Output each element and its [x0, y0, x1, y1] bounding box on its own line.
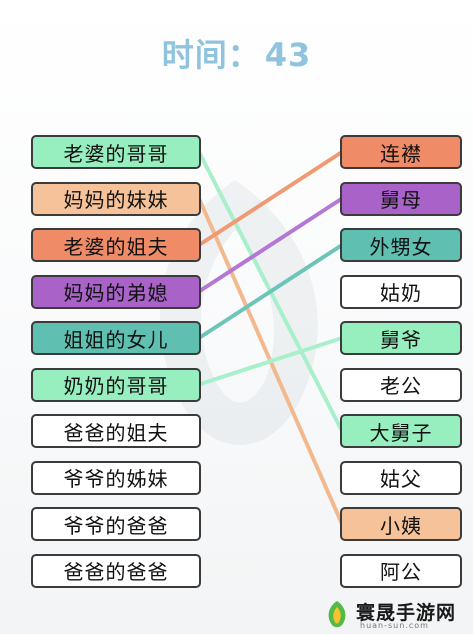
left-item-6[interactable]: 爸爸的姐夫: [31, 414, 201, 448]
connection-line-0: [197, 150, 344, 433]
right-item-1[interactable]: 舅母: [340, 181, 462, 216]
right-item-3[interactable]: 姑奶: [340, 274, 462, 309]
leaf-logo-icon: [328, 601, 346, 628]
left-item-3[interactable]: 妈妈的弟媳: [31, 274, 201, 309]
left-item-5[interactable]: 奶奶的哥哥: [31, 367, 201, 402]
connection-line-1: [197, 196, 344, 526]
timer-display: 时间：43: [0, 30, 473, 76]
right-item-5[interactable]: 老公: [340, 367, 462, 402]
right-item-6[interactable]: 大舅子: [340, 414, 462, 448]
right-item-8[interactable]: 小姨: [340, 507, 462, 541]
connection-line-4: [197, 243, 344, 340]
site-watermark: 寰晟手游网 huan-sun.com: [318, 597, 473, 634]
right-item-9[interactable]: 阿公: [340, 553, 462, 588]
left-item-1[interactable]: 妈妈的妹妹: [31, 181, 201, 216]
watermark-url: huan-sun.com: [360, 621, 429, 630]
connection-line-5: [197, 336, 344, 387]
left-item-9[interactable]: 爸爸的爸爸: [31, 553, 201, 588]
right-item-7[interactable]: 姑父: [340, 460, 462, 495]
left-item-7[interactable]: 爷爷的姊妹: [31, 460, 201, 495]
connection-line-3: [197, 196, 344, 294]
watermark-brand: 寰晟手游网: [356, 602, 457, 624]
timer-value: 43: [264, 36, 312, 74]
left-item-0[interactable]: 老婆的哥哥: [31, 135, 201, 169]
left-item-4[interactable]: 姐姐的女儿: [31, 321, 201, 355]
right-item-0[interactable]: 连襟: [340, 135, 462, 169]
left-item-2[interactable]: 老婆的姐夫: [31, 228, 201, 262]
right-item-4[interactable]: 舅爷: [340, 321, 462, 355]
right-item-2[interactable]: 外甥女: [340, 228, 462, 262]
timer-label: 时间：: [161, 36, 261, 74]
left-item-8[interactable]: 爷爷的爸爸: [31, 507, 201, 541]
connection-line-2: [197, 150, 344, 247]
